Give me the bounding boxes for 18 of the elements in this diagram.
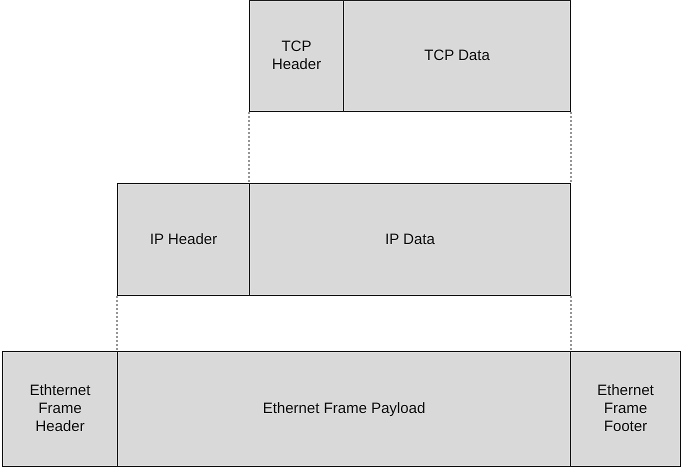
header-box bbox=[249, 0, 344, 112]
box-label: Ethternet Frame Header bbox=[28, 382, 92, 436]
box-label: TCP Header bbox=[270, 38, 322, 74]
dotted-line bbox=[570, 296, 572, 352]
payload-box bbox=[117, 351, 571, 467]
dotted-line bbox=[116, 296, 118, 352]
footer-box bbox=[570, 351, 681, 467]
dotted-line bbox=[248, 112, 250, 184]
dotted-line bbox=[570, 112, 572, 184]
box-label: IP Data bbox=[385, 230, 435, 248]
header-box bbox=[117, 183, 250, 296]
header-box bbox=[2, 351, 118, 467]
box-label: Ethernet Frame Footer bbox=[596, 382, 655, 436]
box-label: TCP Data bbox=[424, 47, 490, 65]
data-box bbox=[343, 0, 571, 112]
box-label: IP Header bbox=[150, 230, 218, 248]
box-label: Ethernet Frame Payload bbox=[262, 400, 426, 418]
data-box bbox=[249, 183, 571, 296]
